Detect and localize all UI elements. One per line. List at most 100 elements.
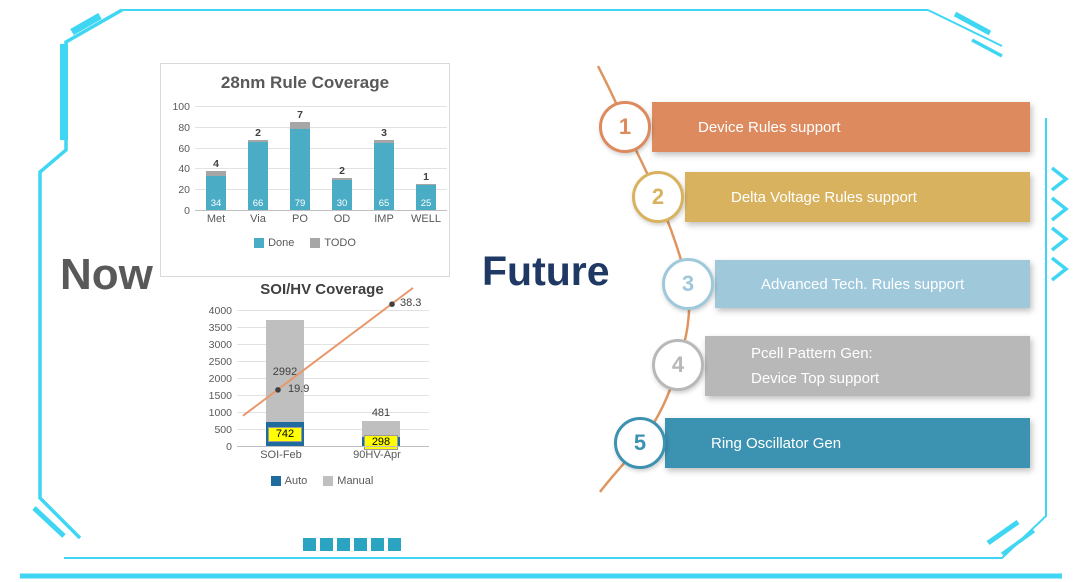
bar-value-todo: 1 [423,170,429,183]
bar-value-manual: 2992 [272,365,298,378]
bar-value-done: 79 [294,198,306,209]
roadmap-bar-2-label: Delta Voltage Rules support [731,188,917,206]
frame-bottom-left-accent [32,506,66,538]
roadmap-bar-3: Advanced Tech. Rules support [715,260,1030,308]
y-axis-tick-label: 100 [172,101,190,113]
bar-segment-done [374,143,394,211]
bar-value-todo: 2 [339,164,345,177]
trend-point [389,301,395,307]
future-heading: Future [482,248,610,294]
y-axis-tick-label: 0 [184,205,190,217]
legend-swatch [310,238,321,248]
frame-top-right-accent-2 [971,38,1003,58]
x-axis-category-label: Via [250,213,266,225]
roadmap-bar-4-label: Pcell Pattern Gen: [751,345,873,362]
bar-segment-done [416,185,436,211]
bar-segment-done [290,128,310,211]
decorative-dash [388,538,401,551]
bar-value-todo: 3 [381,127,387,140]
y-axis-tick-label: 4000 [208,305,232,317]
frame-chevron-2 [1050,196,1069,222]
x-axis-category-label: Met [206,213,226,225]
decorative-dash [354,538,367,551]
chart-soihv-title: SOI/HV Coverage [260,281,384,298]
x-axis-category-label: PO [292,213,308,225]
roadmap-bar-3-label: Advanced Tech. Rules support [761,275,965,293]
y-axis-tick-label: 1000 [208,407,232,419]
line-point-label: 38.3 [400,297,422,310]
bar-value-done: 34 [210,198,222,209]
y-axis-tick-label: 1500 [208,390,232,402]
frame-top-right-accent-1 [953,11,992,36]
roadmap-step-circle-1: 1 [599,101,651,153]
roadmap-bar-1: Device Rules support [652,102,1030,152]
bar-value-todo: 2 [255,127,261,140]
bar-value-done: 30 [336,198,348,209]
y-axis-tick-label: 40 [178,163,190,176]
roadmap-step-circle-4: 4 [652,339,704,391]
bar-value-todo: 4 [213,158,219,171]
decorative-dash [371,538,384,551]
gridline [195,189,447,191]
roadmap-step-number-3: 3 [681,271,695,296]
frame-bottom-right-accent-1 [986,519,1020,546]
legend-label: Done [268,237,295,249]
y-axis-tick-label: 20 [178,184,190,197]
x-axis-category-label: IMP [374,213,394,225]
y-axis-tick-label: 3500 [208,322,232,334]
roadmap-step-number-1: 1 [618,114,632,139]
decorative-dash [320,538,333,551]
frame-top-right-diagonal [927,9,1003,47]
roadmap-step-number-5: 5 [633,430,647,455]
y-axis-tick-label: 3000 [208,339,232,351]
bar-segment-done [206,175,226,211]
frame-left-accent-bar [60,44,68,140]
y-axis-tick-label: 0 [226,441,232,453]
bar-value-done: 25 [420,198,432,209]
y-axis-tick-label: 500 [214,424,232,436]
roadmap-bar-4: Pcell Pattern Gen: Device Top support [705,336,1030,396]
bar-value-manual: 481 [371,406,391,419]
decorative-dash [337,538,350,551]
roadmap-bar-1-label: Device Rules support [698,118,841,136]
chart-soihv-legend: Auto Manual [197,475,447,487]
bar-segment-done [248,142,268,211]
chart-28nm-x-axis: Met Via PO OD IMP WELL [195,211,447,227]
legend-swatch [323,476,334,486]
x-axis-category-label: WELL [411,213,441,225]
bar-segment-manual [362,420,400,437]
x-axis-category-label: OD [333,213,351,225]
bar-value-done: 65 [378,198,390,209]
gridline [195,147,447,149]
bar-segment-done [332,179,352,211]
roadmap-curve [596,65,691,493]
now-heading: Now [60,250,153,299]
gridline [237,310,429,311]
frame-top-left-accent [70,12,102,36]
roadmap-bar-5: Ring Oscillator Gen [665,418,1030,468]
roadmap-step-number-2: 2 [651,184,665,209]
frame-chevron-4 [1050,256,1069,282]
gridline [195,126,447,128]
bar-segment-todo [206,171,226,176]
legend-label: Manual [337,475,374,487]
y-axis-tick-label: 2500 [208,356,232,368]
legend-item: Manual [323,475,373,487]
gridline [237,429,429,430]
frame-chevron-1 [1050,166,1069,192]
roadmap-step-circle-5: 5 [614,417,666,469]
gridline [195,106,447,107]
bar-value-todo: 7 [297,108,303,121]
legend-item: Auto [270,475,307,487]
x-axis-category-label: SOI-Feb [260,449,302,461]
frame-bottom-right-accent-2 [1000,529,1036,556]
